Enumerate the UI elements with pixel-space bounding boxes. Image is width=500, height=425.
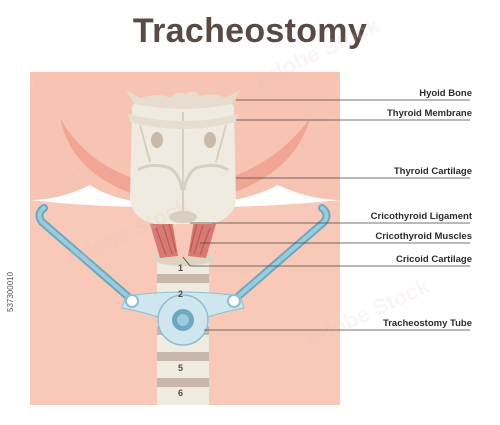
ring-stripe (157, 274, 209, 283)
label-cricothyroid-ligament: Cricothyroid Ligament (370, 211, 472, 222)
jaw-shadow (60, 118, 310, 205)
neck-skin-left (30, 72, 90, 200)
flange-eyelet-left (125, 294, 139, 308)
cricothyroid-ligament (169, 211, 197, 223)
ring-stripe (157, 352, 209, 361)
ring-stripe (157, 378, 209, 387)
tube-opening-inner (177, 314, 189, 326)
hyoid-bone (126, 90, 240, 109)
thyroid-membrane (128, 114, 238, 129)
muscle-fiber (189, 222, 211, 256)
tube-strap-right-inner (232, 206, 329, 302)
leader-lines (182, 99, 470, 331)
label-thyroid-cartilage: Thyroid Cartilage (393, 166, 472, 177)
thyroid-shadow (139, 112, 227, 222)
muscle-fiber (155, 222, 177, 256)
ring-number-1: 1 (178, 263, 184, 273)
label-cricoid-cartilage: Cricoid Cartilage (395, 254, 472, 265)
leader-cricoid (182, 256, 191, 267)
label-hyoid-bone: Hyoid Bone (419, 88, 472, 99)
label-thyroid-membrane: Thyroid Membrane (387, 108, 472, 119)
flange-eyelet-right (227, 294, 241, 308)
label-cricothyroid-muscles: Cricothyroid Muscles (375, 231, 472, 242)
thyroid-foramen-right (204, 132, 216, 148)
tube-strap-left-inner (37, 206, 134, 302)
diagram-title: Tracheostomy (132, 12, 368, 50)
thyroid-shadow (137, 163, 229, 191)
ring-number-2: 2 (178, 289, 184, 299)
thyroid-foramen-left (151, 132, 163, 148)
ring-number-6: 6 (178, 388, 184, 398)
label-tracheostomy-tube: Tracheostomy Tube (382, 318, 472, 329)
ring-number-5: 5 (178, 363, 184, 373)
stock-id: 537300010 (6, 271, 15, 312)
neck-skin-right (278, 72, 340, 200)
